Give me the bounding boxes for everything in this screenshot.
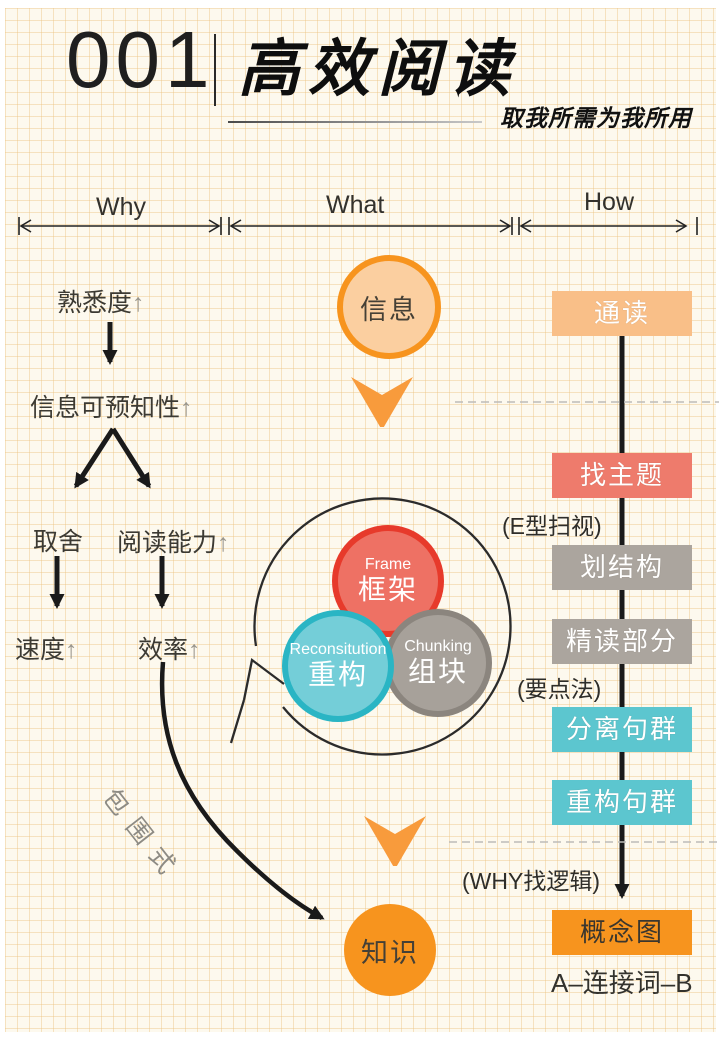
label-familiarity: 熟悉度↑ [57,283,145,319]
increase-arrow-icon: ↑ [180,394,193,422]
knowledge-text: 知识 [361,937,419,968]
information-text: 信息 [360,294,418,325]
increase-arrow-icon: ↑ [132,289,145,317]
stage-separator-dashes [449,401,719,843]
column-label-why: Why [96,193,146,221]
predictability-text: 信息可预知性 [30,394,181,422]
label-reading-ability: 阅读能力↑ [117,523,230,559]
label-speed: 速度↑ [15,630,78,666]
frame-en-text: Frame [364,555,412,573]
graph-paper-background [5,8,716,1032]
page-subtitle: 取我所需为我所用 [500,105,692,132]
increase-arrow-icon: ↑ [65,636,78,664]
page-title: 高效阅读 [238,32,519,105]
column-label-how: How [584,188,635,216]
chunking-zh-text: 组块 [407,656,468,688]
frame-zh-text: 框架 [357,574,418,606]
venn-circle-chunking: Chunking 组块 [384,609,492,717]
how-step-jingdubufen: 精读部分 [552,619,692,664]
speed-text: 速度 [15,636,66,664]
familiarity-text: 熟悉度 [57,289,133,317]
annotation-keypoint-method: (要点法) [517,676,602,702]
efficiency-text: 效率 [138,636,189,664]
reconsitution-en-text: Reconsitution [289,640,387,658]
how-step-tongdu: 通读 [552,291,692,336]
how-step-fenlijuqun: 分离句群 [552,707,692,752]
annotation-why-logic: (WHY找逻辑) [462,868,600,894]
column-label-what: What [326,191,385,219]
iteration-cycle-arrow [229,497,512,756]
annotation-e-scan: (E型扫视) [502,513,602,539]
reconsitution-zh-text: 重构 [307,659,368,691]
how-step-zhaozhuti: 找主题 [552,453,692,498]
what-span-arrow [228,217,513,235]
label-predictability: 信息可预知性↑ [30,388,193,424]
reading-ability-text: 阅读能力 [117,529,218,557]
increase-arrow-icon: ↑ [188,636,201,664]
why-span-arrow [18,217,222,235]
page-number: 001 [66,15,215,104]
why-flow-arrows [49,322,170,609]
chunking-en-text: Chunking [404,637,472,655]
information-node: 信息 [337,255,441,359]
label-selection: 取舍 [33,528,84,556]
title-underline [228,121,482,123]
venn-circle-reconsitution: Reconsitution 重构 [282,610,394,722]
how-step-gainiantu: 概念图 [552,910,692,955]
annotation-connective-formula: A–连接词–B [551,968,693,998]
label-efficiency: 效率↑ [138,630,201,666]
increase-arrow-icon: ↑ [217,529,230,557]
knowledge-node: 知识 [344,904,436,996]
how-step-huajiegou: 划结构 [552,545,692,590]
efficiency-to-knowledge-arrow [159,661,325,920]
how-span-arrow [518,217,698,235]
title-divider [214,34,216,106]
how-step-chonggoujuqun: 重构句群 [552,780,692,825]
